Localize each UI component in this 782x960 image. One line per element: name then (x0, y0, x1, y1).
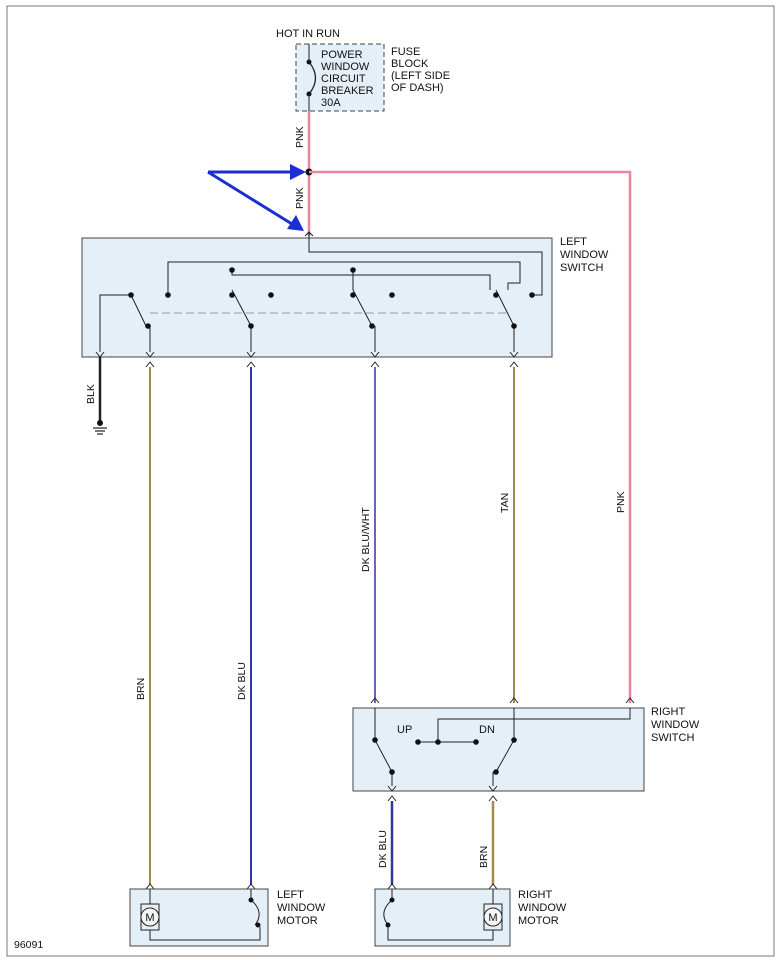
left-switch-contacts (128, 267, 535, 329)
fuse-block-label-2: BLOCK (391, 58, 429, 70)
blk-label: BLK (85, 384, 97, 404)
up-label: UP (397, 724, 412, 736)
right-switch-internal-wiring (374, 708, 631, 802)
right-switch-label-1: RIGHT (651, 706, 686, 718)
pnk-mid-label: PNK (294, 187, 306, 209)
pnk-right-label: PNK (615, 491, 627, 513)
left-switch-label-1: LEFT (560, 236, 587, 248)
left-switch-terminals (95, 351, 519, 368)
pnk-top-label: PNK (294, 126, 306, 148)
left-switch-label-2: WINDOW (560, 249, 609, 261)
right-motor-m-label: M (488, 912, 497, 924)
fuse-block-label-1: FUSE (391, 46, 420, 58)
left-switch-label-3: SWITCH (560, 262, 603, 274)
right-switch-label-3: SWITCH (651, 732, 694, 744)
dk-blu-wht-label: DK BLU/WHT (360, 507, 372, 572)
left-motor-label-1: LEFT (277, 889, 304, 901)
brn-bottom-label: BRN (478, 846, 490, 868)
left-motor-label-2: WINDOW (277, 902, 326, 914)
right-switch-terminals-top (370, 697, 635, 704)
fuse-block-label-3: (LEFT SIDE (391, 70, 450, 82)
breaker-label-1: POWER (321, 49, 363, 61)
breaker-label-3: CIRCUIT (321, 73, 366, 85)
right-motor-label-3: MOTOR (518, 915, 559, 927)
dk-blu-left-label: DK BLU (236, 662, 248, 700)
left-motor-label-3: MOTOR (277, 915, 318, 927)
left-motor-symbol (140, 907, 160, 927)
pnk-wire-right (309, 170, 632, 703)
annotation-arrows (207, 164, 306, 231)
dn-label: DN (479, 724, 495, 736)
breaker-symbol (308, 61, 317, 95)
breaker-label-2: WINDOW (321, 61, 370, 73)
brn-left-label: BRN (135, 678, 147, 700)
breaker-label-4: BREAKER (321, 85, 374, 97)
right-motor-label-2: WINDOW (518, 902, 567, 914)
right-switch-label-2: WINDOW (651, 719, 700, 731)
left-window-switch-box (81, 237, 553, 358)
fuse-block-label-4: OF DASH) (391, 82, 444, 94)
dk-blu-bottom-label: DK BLU (377, 830, 389, 868)
figure-code: 96091 (14, 939, 43, 951)
circuit-breaker-box (295, 43, 385, 112)
breaker-label-5: 30A (321, 97, 341, 109)
tan-label: TAN (499, 493, 511, 513)
left-motor-m-label: M (145, 912, 154, 924)
right-motor-label-1: RIGHT (518, 889, 553, 901)
left-switch-internal-wiring (99, 231, 543, 352)
right-window-switch-box (352, 707, 645, 792)
hot-in-run-label: HOT IN RUN (276, 28, 340, 40)
right-motor-symbol (483, 907, 503, 927)
page-frame (6, 5, 775, 957)
ground-symbol (93, 427, 107, 435)
right-switch-contacts (372, 737, 517, 775)
